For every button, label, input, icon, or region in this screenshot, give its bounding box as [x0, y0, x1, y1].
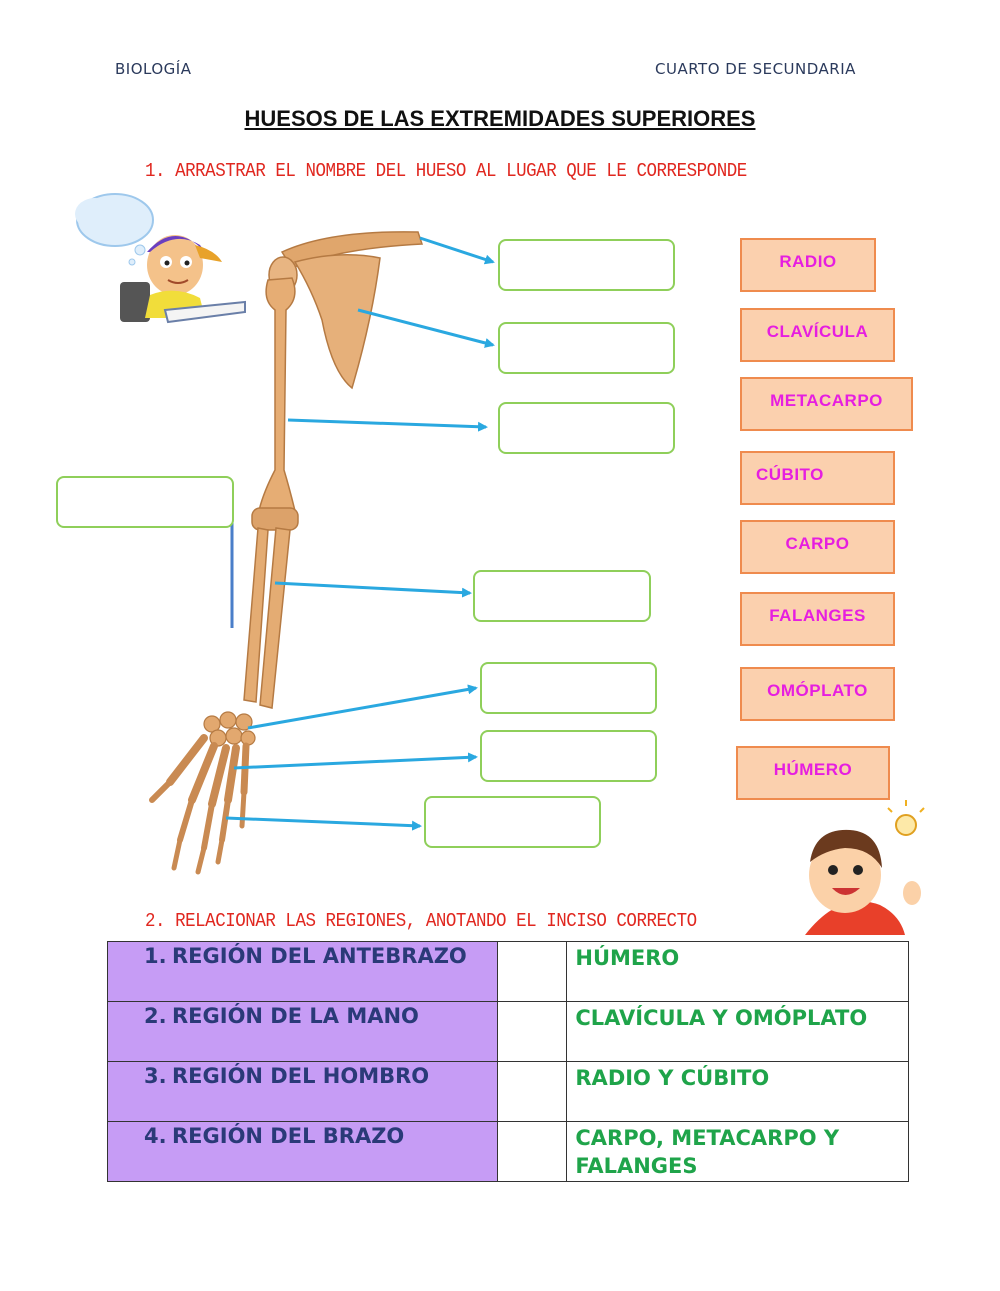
answer-cell[interactable] — [496, 941, 568, 1002]
instruction-match: 2. RELACIONAR LAS REGIONES, ANOTANDO EL … — [145, 910, 697, 932]
bones-cell: RADIO Y CÚBITO — [566, 1061, 909, 1122]
humerus-bone — [257, 277, 297, 516]
row-number: 1. — [144, 944, 167, 968]
drop-target-5[interactable] — [473, 570, 651, 622]
chip-radio[interactable]: RADIO — [740, 238, 876, 292]
elbow-joint — [251, 507, 299, 531]
pointer-arrows — [225, 236, 495, 831]
drop-target-1[interactable] — [498, 239, 675, 291]
drop-target-8[interactable] — [424, 796, 601, 848]
answer-cell[interactable] — [496, 1001, 568, 1062]
row-number: 3. — [144, 1064, 167, 1088]
student-reading-icon — [75, 193, 246, 324]
ulna-bone — [259, 527, 291, 709]
chip-clavicula[interactable]: CLAVÍCULA — [740, 308, 895, 362]
carpal-bones — [203, 711, 256, 747]
row-number: 4. — [144, 1124, 167, 1148]
grade-label: CUARTO DE SECUNDARIA — [655, 60, 856, 78]
hand-bones — [149, 734, 250, 875]
drop-target-2[interactable] — [498, 322, 675, 374]
drop-target-3[interactable] — [498, 402, 675, 454]
region-label: REGIÓN DEL ANTEBRAZO — [172, 944, 467, 968]
radius-bone — [243, 527, 269, 703]
answer-cell[interactable] — [496, 1121, 568, 1182]
chip-omoplato[interactable]: OMÓPLATO — [740, 667, 895, 721]
chip-cubito[interactable]: CÚBITO — [740, 451, 895, 505]
table-row: 3.REGIÓN DEL HOMBRO RADIO Y CÚBITO — [107, 1061, 909, 1122]
table-row: 1.REGIÓN DEL ANTEBRAZO HÚMERO — [107, 941, 909, 1002]
region-label: REGIÓN DEL HOMBRO — [172, 1064, 430, 1088]
row-number: 2. — [144, 1004, 167, 1028]
region-cell: 4.REGIÓN DEL BRAZO — [107, 1121, 498, 1182]
arm-skeleton-illustration — [75, 193, 925, 935]
matching-table: 1.REGIÓN DEL ANTEBRAZO HÚMERO 2.REGIÓN D… — [107, 941, 909, 1182]
chip-metacarpo[interactable]: METACARPO — [740, 377, 913, 431]
chip-humero[interactable]: HÚMERO — [736, 746, 890, 800]
boy-idea-icon — [805, 800, 925, 935]
drop-target-6[interactable] — [480, 662, 657, 714]
shoulder-bones — [268, 231, 424, 390]
chip-falanges[interactable]: FALANGES — [740, 592, 895, 646]
instruction-drag: 1. ARRASTRAR EL NOMBRE DEL HUESO AL LUGA… — [145, 160, 747, 182]
bones-cell: CARPO, METACARPO Y FALANGES — [566, 1121, 909, 1182]
page-title: HUESOS DE LAS EXTREMIDADES SUPERIORES — [0, 106, 1000, 132]
chip-carpo[interactable]: CARPO — [740, 520, 895, 574]
subject-label: BIOLOGÍA — [115, 60, 192, 78]
region-cell: 2.REGIÓN DE LA MANO — [107, 1001, 498, 1062]
region-label: REGIÓN DEL BRAZO — [172, 1124, 405, 1148]
drop-target-4[interactable] — [56, 476, 234, 528]
region-cell: 1.REGIÓN DEL ANTEBRAZO — [107, 941, 498, 1002]
region-cell: 3.REGIÓN DEL HOMBRO — [107, 1061, 498, 1122]
table-row: 2.REGIÓN DE LA MANO CLAVÍCULA Y OMÓPLATO — [107, 1001, 909, 1062]
drop-target-7[interactable] — [480, 730, 657, 782]
table-row: 4.REGIÓN DEL BRAZO CARPO, METACARPO Y FA… — [107, 1121, 909, 1182]
region-label: REGIÓN DE LA MANO — [172, 1004, 419, 1028]
answer-cell[interactable] — [496, 1061, 568, 1122]
bones-cell: HÚMERO — [566, 941, 909, 1002]
page-title-text: HUESOS DE LAS EXTREMIDADES SUPERIORES — [244, 106, 756, 131]
bones-cell: CLAVÍCULA Y OMÓPLATO — [566, 1001, 909, 1062]
